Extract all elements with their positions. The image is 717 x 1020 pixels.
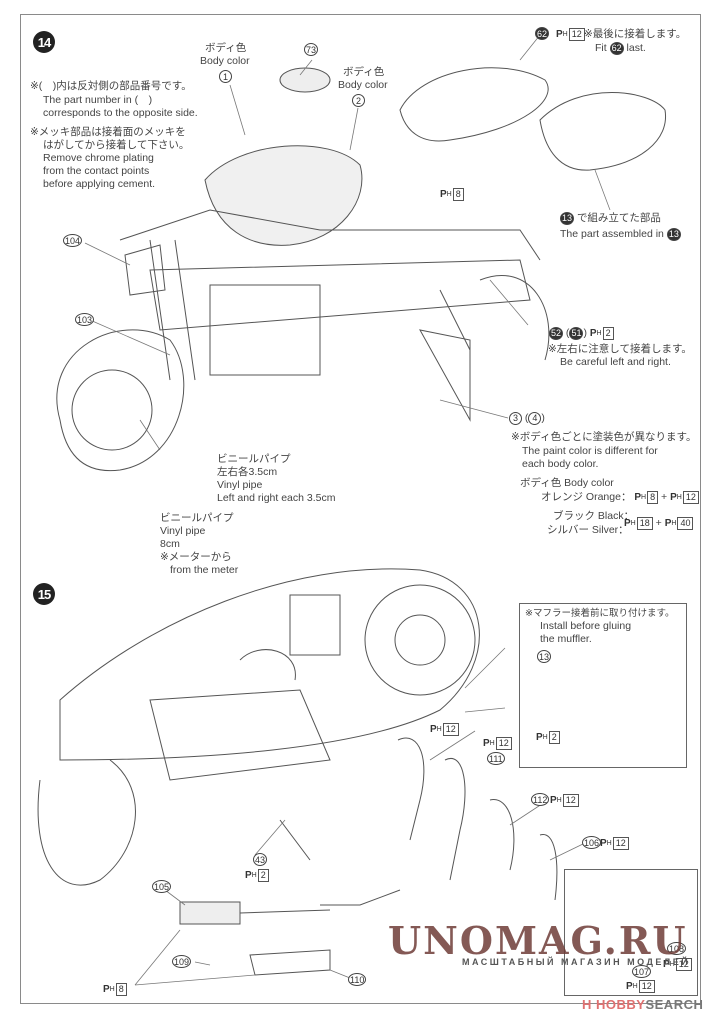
assembled-jp-text: で組み立てた部品	[576, 212, 661, 224]
part-62-note-en: Fit 62 last.	[595, 42, 646, 55]
part-3-callout: 3 (4)	[509, 412, 545, 425]
header-pipe-inset	[519, 603, 687, 768]
note-paren-en-2: corresponds to the opposite side.	[43, 107, 198, 119]
vinyl-pipe-2-from-jp: ※メーターから	[160, 551, 232, 563]
vinyl-pipe-2-jp: ビニールパイプ	[160, 512, 234, 524]
vinyl-pipe-1-jp-2: 左右各3.5cm	[217, 466, 278, 478]
part-108-number: 108	[667, 942, 687, 955]
watermark-hobbysearch: H HOBBYSEARCH	[582, 997, 703, 1012]
vinyl-pipe-2-en: Vinyl pipe	[160, 525, 206, 537]
watermark-unomag-subtitle: МАСШТАБНЫЙ МАГАЗИН МОДЕЛЕЙ	[462, 957, 691, 967]
part-62-note-jp: ※最後に接着します。	[584, 28, 687, 40]
black-label: ブラック Black：	[553, 510, 635, 522]
step-14-badge: 14	[33, 31, 55, 53]
part-1-label-en: Body color	[200, 55, 250, 67]
part-1-number: 1	[219, 70, 232, 83]
part-52-number: 52	[549, 327, 564, 340]
part-4-number: 4	[528, 412, 542, 425]
note-chrome-en-2: from the contact points	[43, 165, 150, 177]
part-2-number: 2	[352, 94, 365, 107]
part-52-note-en: Be careful left and right.	[560, 356, 671, 368]
part-106-number: 106	[582, 836, 602, 849]
inset-note-en-1: Install before gluing	[540, 620, 632, 632]
assembled-en-number: 13	[666, 228, 681, 241]
part-2-label-en: Body color	[338, 79, 388, 91]
part-62-note-number: 62	[609, 42, 624, 55]
note-chrome-jp-2: はがしてから接着して下さい。	[43, 139, 190, 151]
paint-note-en-2: each body color.	[522, 458, 599, 470]
part-112-number: 112	[531, 793, 550, 806]
exhaust-header-inset	[564, 869, 698, 996]
part-52-note-jp: ※左右に注意して接着します。	[548, 343, 692, 355]
part-43-number: 43	[253, 853, 268, 866]
part-110-number: 110	[348, 973, 367, 986]
paint-note-en-1: The paint color is different for	[522, 445, 658, 457]
part-3-number: 3	[509, 412, 522, 425]
step14-drawing	[56, 67, 667, 472]
vinyl-pipe-1-en-1: Vinyl pipe	[217, 479, 263, 491]
part-62-number: 62	[535, 27, 550, 40]
note-chrome-jp-1: ※メッキ部品は接着面のメッキを	[30, 126, 186, 138]
part-105-number: 105	[152, 880, 172, 893]
leader-lines	[84, 34, 611, 986]
note-chrome-en-3: before applying cement.	[43, 178, 156, 190]
inset-note-en-2: the muffler.	[540, 633, 592, 645]
paint-note-jp: ※ボディ色ごとに塗装色が異なります。	[511, 431, 697, 443]
vinyl-pipe-1-en-2: Left and right each 3.5cm	[217, 492, 336, 504]
vinyl-pipe-2-from-en: from the meter	[170, 564, 239, 576]
part-62-note-pre: Fit	[595, 42, 607, 54]
body-color-heading: ボディ色 Body color	[520, 477, 614, 489]
hobbysearch-hobby: HOBBY	[596, 997, 646, 1012]
note-chrome-en-1: Remove chrome plating	[43, 152, 154, 164]
inset-part-13-number: 13	[537, 650, 552, 663]
silver-label: シルバー Silver：	[547, 524, 629, 536]
hobbysearch-search: SEARCH	[645, 997, 704, 1012]
note-paren-en-1: The part number in ( )	[43, 94, 153, 106]
vinyl-pipe-1-jp-1: ビニールパイプ	[217, 453, 291, 465]
part-2-label-jp: ボディ色	[343, 66, 385, 78]
assembled-note-en: The part assembled in 13	[560, 228, 681, 241]
inset-note-jp: ※マフラー接着前に取り付けます。	[525, 608, 675, 619]
orange-label: オレンジ Orange：	[541, 491, 632, 503]
part-109-number: 109	[172, 955, 192, 968]
part-62-note-post: last.	[626, 42, 646, 54]
step-15-badge: 15	[33, 583, 55, 605]
part-51-number: 51	[569, 327, 584, 340]
part-73-number: 73	[304, 43, 319, 56]
instruction-page-frame	[20, 14, 701, 1004]
part-103-number: 103	[75, 313, 95, 326]
assembled-note-jp: 13 で組み立てた部品	[560, 212, 661, 225]
assembled-step-number: 13	[560, 212, 575, 225]
step15-drawing	[37, 568, 558, 976]
note-paren-jp: ※( )内は反対側の部品番号です。	[30, 80, 192, 92]
part-107-number: 107	[632, 965, 652, 978]
part-111-number: 111	[487, 752, 505, 765]
vinyl-pipe-2-length: 8cm	[160, 538, 180, 550]
watermark-unomag: UNOMAG.RU	[388, 918, 688, 963]
part-1-label-jp: ボディ色	[205, 42, 247, 54]
hobbysearch-logo-icon: H	[582, 997, 592, 1012]
part-104-number: 104	[63, 234, 83, 247]
assembled-en-text: The part assembled in	[560, 228, 664, 240]
